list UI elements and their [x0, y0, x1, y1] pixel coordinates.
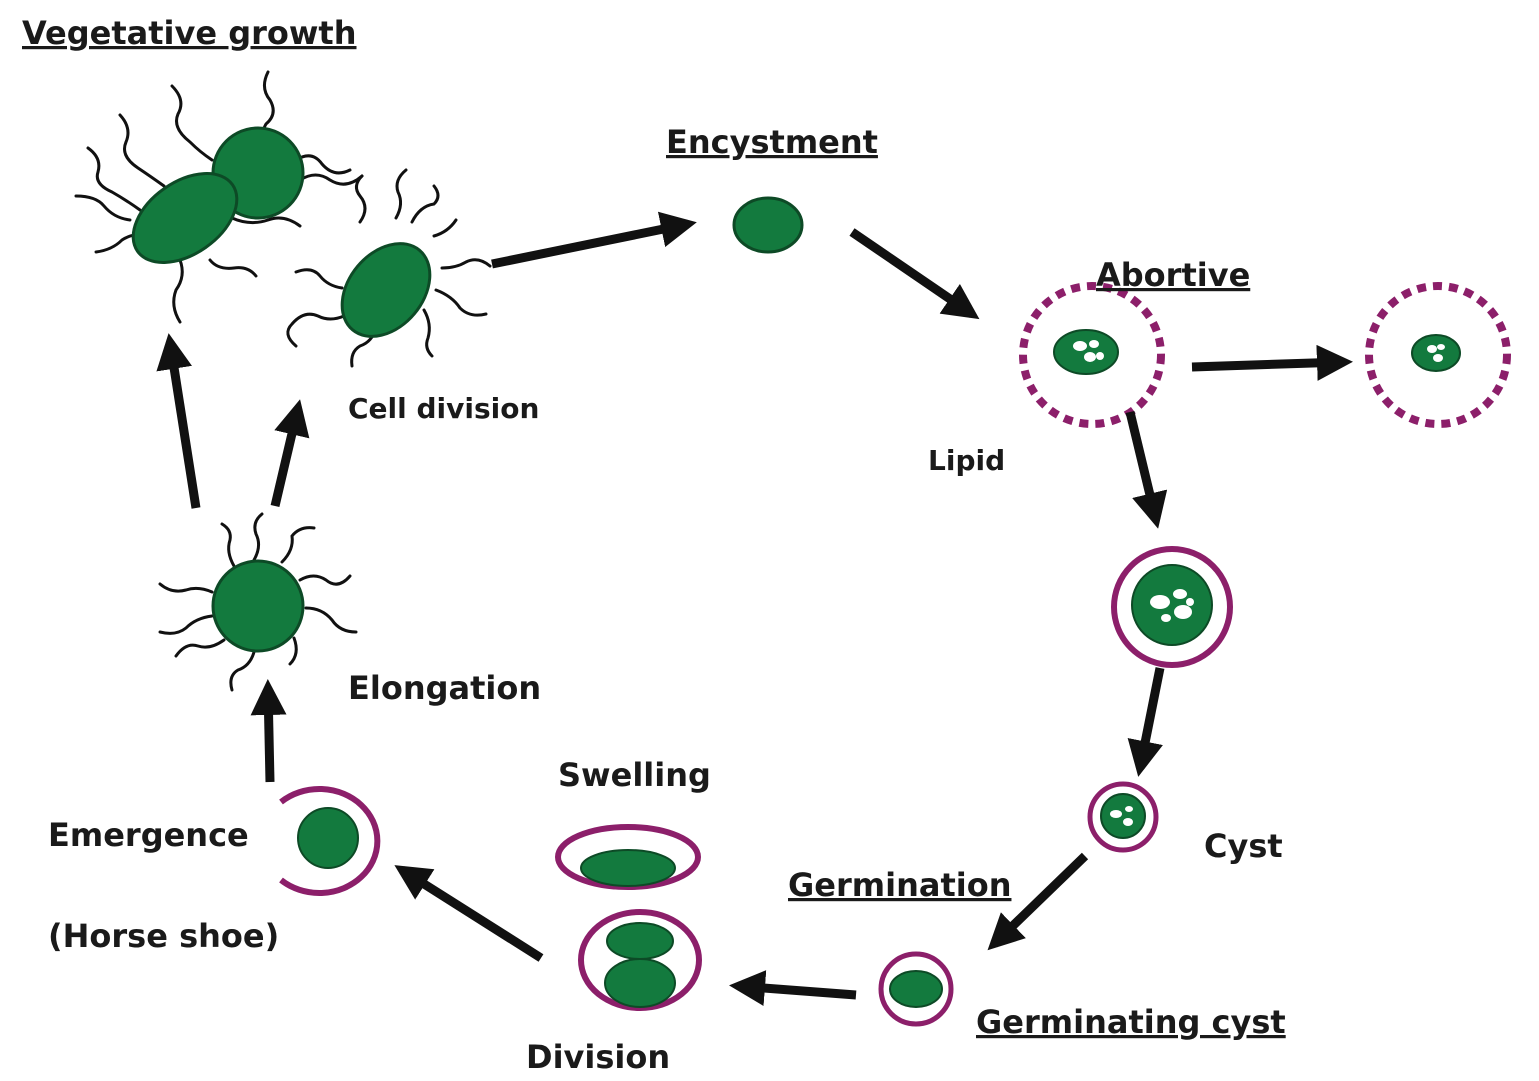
- flagella: [74, 70, 364, 324]
- arrow-elongation-to-vegetative: [156, 333, 201, 509]
- label-horse-shoe: (Horse shoe): [48, 917, 279, 955]
- abortive-cyst-1: [1019, 282, 1165, 428]
- elongation-cell: [158, 512, 358, 692]
- cyst-small: [1087, 781, 1159, 853]
- flagella: [158, 512, 358, 692]
- flagella: [286, 168, 492, 368]
- arrow-abortive-to-cyst: [1125, 410, 1168, 529]
- label-cell-division: Cell division: [348, 392, 539, 425]
- dividing-cell: [340, 242, 432, 338]
- cell-division-cell: [286, 168, 492, 368]
- mature-cyst-large: [1111, 546, 1233, 668]
- arrow-cyst-to-small-cyst: [1127, 667, 1165, 777]
- labels: Vegetative growth Encystment Abortive Ce…: [22, 14, 1286, 1076]
- vegetative-growth-cells: [74, 70, 364, 324]
- arrow-elongation-to-cell-division: [270, 399, 310, 508]
- label-elongation: Elongation: [348, 669, 541, 707]
- arrow-division-to-emergence: [394, 865, 544, 962]
- arrow-encystment-to-abortive: [849, 228, 980, 320]
- horse-shoe-wall: [279, 786, 381, 896]
- label-germinating-cyst: Germinating cyst: [976, 1003, 1286, 1041]
- label-emergence: Emergence: [48, 816, 249, 854]
- label-germination: Germination: [788, 866, 1011, 904]
- label-division: Division: [526, 1038, 670, 1076]
- cycle-arrows: [156, 211, 1353, 1007]
- swelling-cyst: [555, 824, 701, 890]
- arrow-emergence-to-elongation: [250, 679, 287, 783]
- lipid-granules: [1150, 589, 1194, 622]
- arrow-division-to-encystment: [491, 211, 697, 269]
- label-cyst: Cyst: [1204, 827, 1283, 865]
- vegetative-cell-oval: [131, 172, 239, 264]
- emergence-horse-shoe: [279, 786, 381, 896]
- label-vegetative-growth: Vegetative growth: [22, 14, 357, 52]
- lipid-granules: [1073, 340, 1104, 362]
- encystment-cell: [732, 196, 804, 254]
- germinating-cyst: [878, 951, 954, 1027]
- arrow-germinating-to-division: [729, 970, 857, 1007]
- label-encystment: Encystment: [666, 123, 878, 161]
- label-lipid: Lipid: [928, 444, 1005, 477]
- arrow-cyst-to-germinating: [987, 852, 1089, 951]
- abortive-cyst-2: [1365, 282, 1511, 428]
- lipid-granules: [1110, 806, 1133, 826]
- label-swelling: Swelling: [558, 756, 711, 794]
- label-abortive: Abortive: [1096, 256, 1250, 294]
- arrow-abortive-to-abortive: [1191, 344, 1353, 381]
- lipid-granules: [1427, 344, 1445, 362]
- division-cyst: [578, 909, 702, 1011]
